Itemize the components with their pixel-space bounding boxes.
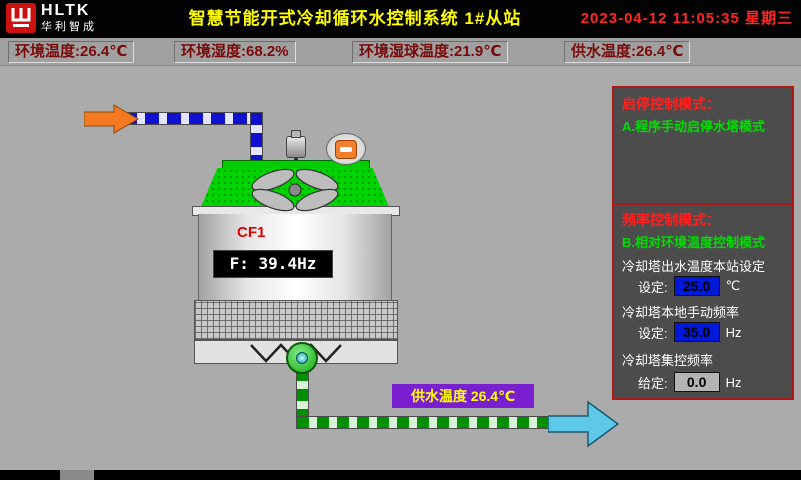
fan-icon [251,168,339,212]
env-wetbulb-metric: 环境湿球温度:21.9℃ [352,41,509,63]
startstop-mode-title: 启停控制模式： [622,96,720,112]
tower-name: CF1 [237,224,266,241]
logo-icon [6,3,36,33]
page-title: 智慧节能开式冷却循环水控制系统 1#从站 [188,9,522,28]
freq-mode-value: B.相对环境温度控制模式 [622,235,766,250]
central-freq-value: 0.0 [673,372,720,392]
datetime-display: 2023-04-12 11:05:35 星期三 [580,10,793,27]
pump-core [296,352,308,364]
inlet-flow-arrow-icon [84,104,139,134]
env-readings-bar: 环境温度:26.4℃ 环境湿度:68.2% 环境湿球温度:21.9℃ 供水温度:… [0,38,801,66]
fan-motor-cap [291,130,301,138]
setpoint-field-label: 设定: [638,279,668,295]
given-field-label: 给定: [638,375,668,391]
outlet-pipe-horizontal [296,416,552,429]
header-bar: HLTK 华利智成 智慧节能开式冷却循环水控制系统 1#从站 2023-04-1… [0,0,801,38]
startstop-mode-value: A.程序手动启停水塔模式 [622,119,766,134]
env-temp-metric: 环境温度:26.4℃ [8,41,135,63]
logo-abbr: HLTK [41,2,91,19]
company-logo: HLTK 华利智成 [6,3,97,33]
central-freq-row: 给定: 0.0 Hz [638,372,742,392]
env-wetbulb-value: 21.9℃ [454,43,502,60]
stop-button-icon [335,139,357,159]
outlet-temp-setpoint-input[interactable]: 25.0 [673,276,720,296]
fan-stop-button[interactable] [326,133,366,165]
fan-motor-icon [286,136,306,158]
supply-temp-value: 26.4℃ [636,43,684,60]
env-temp-label: 环境温度: [15,43,80,60]
logo-text: HLTK 华利智成 [41,3,97,33]
env-wetbulb-label: 环境湿球温度: [359,43,454,60]
outlet-temp-setpoint-label: 冷却塔出水温度本站设定 [622,259,766,274]
tower-fill-section [194,300,398,340]
setpoint-unit: Hz [725,324,742,340]
env-humidity-value: 68.2% [246,43,289,60]
cooling-tower-body: CF1 F: 39.4Hz [198,214,392,302]
supply-temp-metric: 供水温度:26.4℃ [564,41,691,63]
setpoint-field-label: 设定: [638,325,668,341]
manual-freq-setpoint-input[interactable]: 35.0 [673,322,720,342]
stop-button-bar [340,146,352,152]
bottom-bar [0,470,801,480]
supply-temp-label: 供水温度: [571,43,636,60]
manual-freq-setpoint-label: 冷却塔本地手动频率 [622,305,740,320]
control-panel: 启停控制模式： A.程序手动启停水塔模式 频率控制模式： B.相对环境温度控制模… [612,86,794,400]
central-freq-label: 冷却塔集控频率 [622,353,714,368]
env-humidity-label: 环境湿度: [181,43,246,60]
outlet-flow-arrow-icon [548,400,620,448]
water-pump-icon [286,342,318,374]
freq-mode-title: 频率控制模式： [622,212,720,228]
env-humidity-metric: 环境湿度:68.2% [174,41,296,63]
panel-divider [614,203,792,205]
frequency-display: F: 39.4Hz [213,250,333,278]
setpoint-unit: ℃ [725,278,741,293]
logo-company-name: 华利智成 [41,21,97,33]
manual-freq-setpoint-row: 设定: 35.0 Hz [638,322,742,342]
env-temp-value: 26.4℃ [80,43,128,60]
outlet-pipe-vertical [296,372,309,422]
bottom-tab-handle[interactable] [60,470,94,480]
outlet-temp-setpoint-row: 设定: 25.0 ℃ [638,276,740,296]
supply-temp-tag: 供水温度 26.4℃ [392,384,534,408]
given-unit: Hz [725,374,742,390]
